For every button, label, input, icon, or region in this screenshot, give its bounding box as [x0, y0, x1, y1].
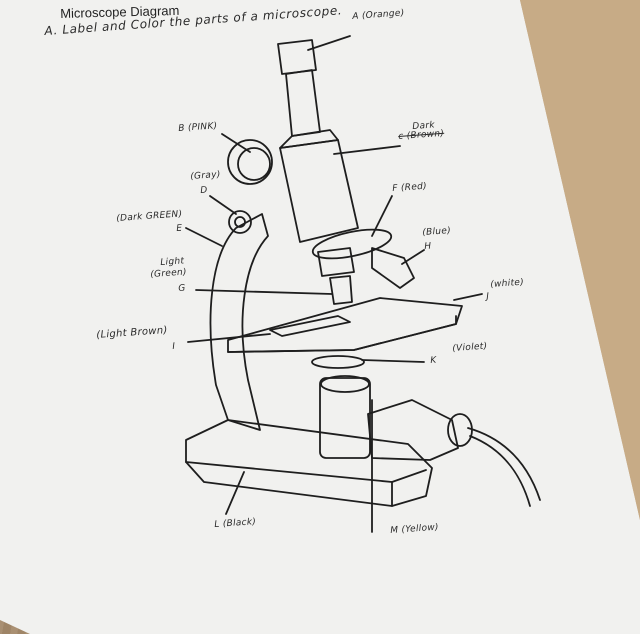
label-k: K: [430, 355, 437, 366]
fine-adjustment-knob: [228, 210, 252, 234]
base-outline: [185, 419, 433, 507]
label-i: I: [172, 341, 176, 352]
leader-i: [187, 333, 271, 343]
body-tube: [279, 139, 359, 243]
leader-f: [371, 195, 393, 237]
desk-corner: [520, 0, 640, 520]
label-h: H: [424, 241, 432, 252]
coarse-adjustment-knob: [227, 139, 273, 185]
label-d: D: [200, 185, 208, 196]
leader-g: [195, 289, 333, 295]
label-g-color-line1: Light: [160, 256, 185, 268]
leader-d: [209, 195, 237, 215]
leader-l: [225, 471, 245, 515]
objective-lens: [329, 275, 353, 305]
label-h-color: (Blue): [422, 225, 452, 238]
label-j: J: [486, 291, 490, 302]
leader-j: [453, 293, 483, 301]
high-power-objective: [371, 247, 415, 289]
power-cord: [467, 427, 541, 501]
leader-b: [221, 133, 251, 153]
leader-h: [401, 249, 425, 265]
label-d-color: (Gray): [190, 169, 221, 182]
leader-a: [307, 35, 351, 51]
label-g: G: [178, 283, 186, 294]
condenser: [319, 377, 371, 459]
stage-clip: [269, 315, 351, 337]
eyepiece: [277, 39, 317, 75]
leader-c: [333, 145, 401, 155]
diaphragm: [311, 355, 365, 369]
label-e: E: [176, 223, 183, 234]
leader-e: [185, 227, 223, 247]
leader-k: [361, 359, 425, 363]
revolving-nosepiece: [311, 228, 393, 260]
arm: [209, 213, 269, 431]
